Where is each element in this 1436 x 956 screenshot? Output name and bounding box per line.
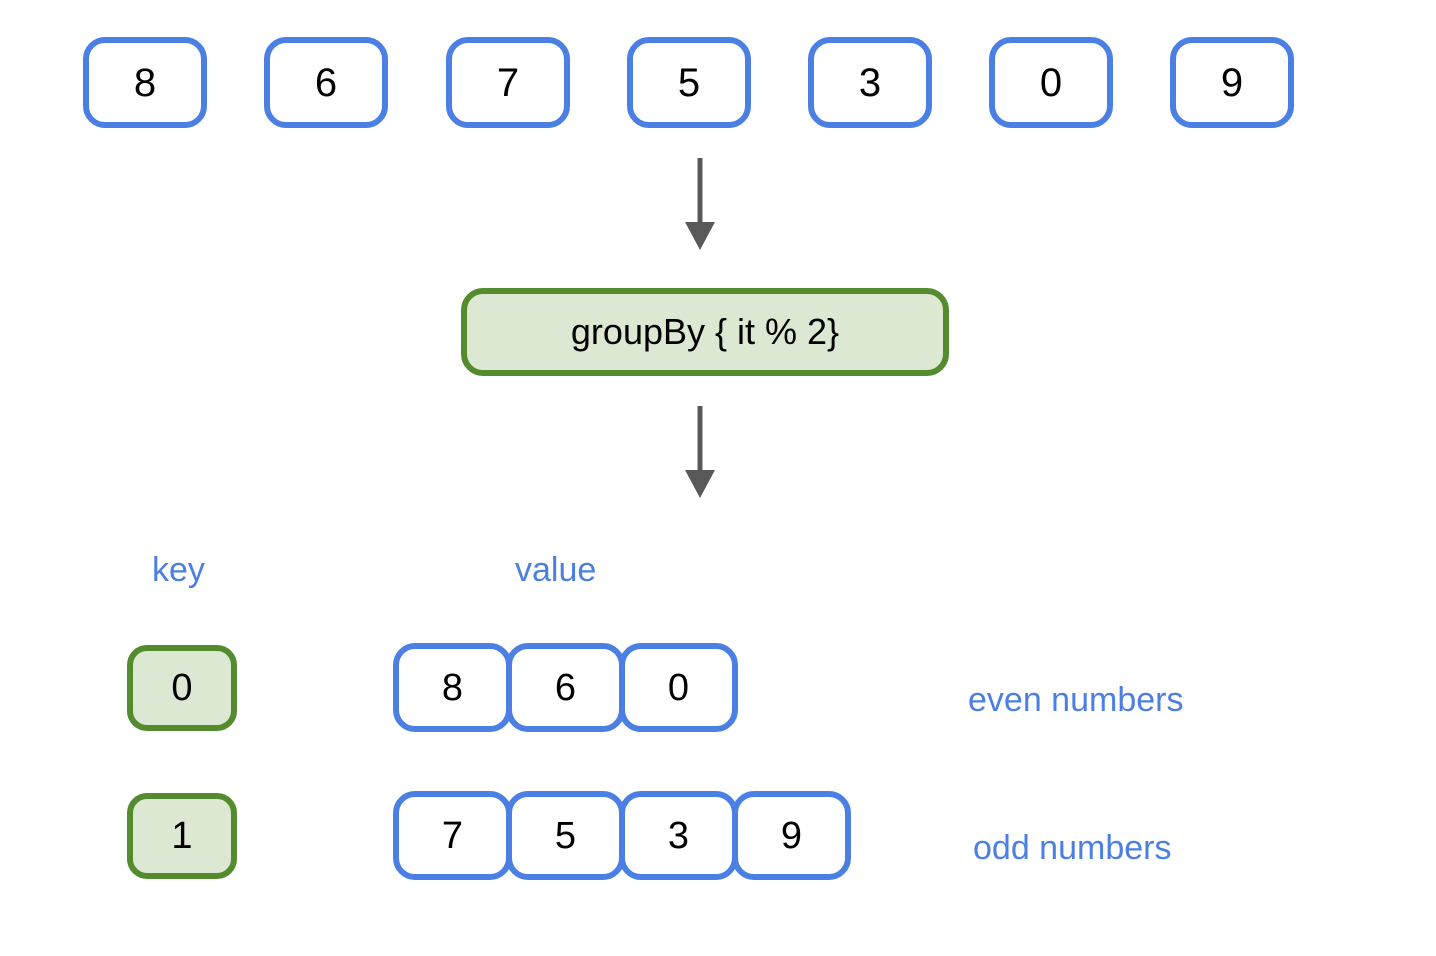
value-cell: 0 bbox=[619, 643, 738, 732]
group-key-cell: 1 bbox=[127, 793, 237, 879]
arrow-down-icon bbox=[685, 158, 715, 250]
group-annotation: even numbers bbox=[968, 681, 1184, 719]
group-annotation: odd numbers bbox=[973, 829, 1172, 867]
value-cell: 8 bbox=[393, 643, 512, 732]
value-cell: 9 bbox=[732, 791, 851, 880]
value-cell: 7 bbox=[393, 791, 512, 880]
input-cell: 9 bbox=[1170, 37, 1294, 128]
input-cell: 8 bbox=[83, 37, 207, 128]
group-key-cell: 0 bbox=[127, 645, 237, 731]
input-cell: 7 bbox=[446, 37, 570, 128]
input-cell: 5 bbox=[627, 37, 751, 128]
input-cell: 6 bbox=[264, 37, 388, 128]
operation-box: groupBy { it % 2} bbox=[461, 288, 949, 376]
key-column-label: key bbox=[152, 551, 205, 589]
group-value-row: 7 5 3 9 bbox=[393, 791, 851, 880]
value-cell: 3 bbox=[619, 791, 738, 880]
arrow-down-icon bbox=[685, 406, 715, 498]
group-value-row: 8 6 0 bbox=[393, 643, 738, 732]
input-cell: 3 bbox=[808, 37, 932, 128]
value-cell: 5 bbox=[506, 791, 625, 880]
input-cell: 0 bbox=[989, 37, 1113, 128]
value-cell: 6 bbox=[506, 643, 625, 732]
value-column-label: value bbox=[515, 551, 597, 589]
operation-label: groupBy { it % 2} bbox=[570, 311, 840, 352]
